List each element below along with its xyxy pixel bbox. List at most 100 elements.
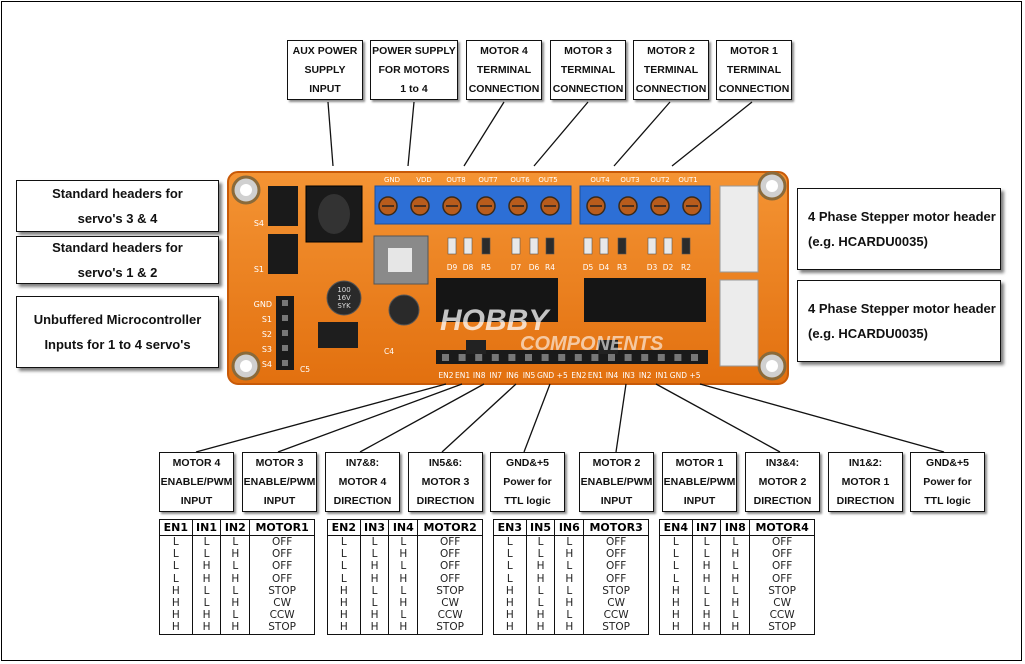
table-cell: STOP <box>583 621 649 635</box>
table-cell: L <box>327 560 361 573</box>
terminal-pin-label: OUT8 <box>446 176 465 184</box>
label-line: TTL logic <box>924 494 971 507</box>
table-cell: OFF <box>583 560 649 573</box>
table-cell: H <box>554 548 585 561</box>
label-line: MOTOR 2 <box>758 475 807 488</box>
label-line: DIRECTION <box>416 494 475 507</box>
table-cell: L <box>191 548 222 561</box>
label-line: servo's 1 & 2 <box>77 265 158 280</box>
label-line: DIRECTION <box>333 494 392 507</box>
logic-pin-label: IN6 <box>506 371 519 380</box>
component-label: D4 <box>599 263 610 272</box>
table-cell: H <box>388 548 419 561</box>
label-line: ENABLE/PWM <box>243 475 316 488</box>
table-cell: OFF <box>417 560 483 573</box>
table-cell: L <box>159 572 193 585</box>
table-cell: H <box>220 548 251 561</box>
table-cell: H <box>525 572 556 585</box>
label-line: IN3&4: <box>765 456 800 469</box>
table-cell: H <box>525 621 556 635</box>
table-cell: STOP <box>249 621 315 635</box>
table-cell: CW <box>417 596 483 610</box>
label-line: TERMINAL <box>643 63 699 76</box>
table-header: MOTOR4 <box>749 519 815 536</box>
table-cell: H <box>327 621 361 635</box>
table-header: MOTOR1 <box>249 519 315 536</box>
table-cell: H <box>220 621 251 635</box>
terminal-pin-label: OUT2 <box>650 176 669 184</box>
label-line: Unbuffered Microcontroller <box>33 312 202 327</box>
table-cell: CW <box>583 596 649 610</box>
table-cell: H <box>720 621 751 635</box>
label-line: MOTOR 3 <box>564 44 612 57</box>
component-label: R3 <box>617 263 627 272</box>
terminal-pin-label: VDD <box>416 176 432 184</box>
terminal-pin-label: OUT1 <box>678 176 697 184</box>
component-label: D7 <box>511 263 522 272</box>
table-cell: H <box>359 560 390 573</box>
table-cell: H <box>691 560 722 573</box>
component-label: D3 <box>647 263 658 272</box>
table-cell: OFF <box>249 548 315 561</box>
table-cell: L <box>659 560 693 573</box>
table-cell: L <box>493 560 527 573</box>
table-cell: H <box>388 596 419 610</box>
table-cell: H <box>191 609 222 622</box>
logo-hobby: HOBBY <box>440 304 551 337</box>
label-line: Inputs for 1 to 4 servo's <box>44 337 191 352</box>
table-header: MOTOR2 <box>417 519 483 536</box>
table-cell: L <box>659 535 693 549</box>
label-line: MOTOR 3 <box>255 456 304 469</box>
table-cell: H <box>691 572 722 585</box>
label-line: Power for <box>923 475 972 488</box>
table-cell: L <box>525 584 556 597</box>
label-line: GND&+5 <box>506 456 549 469</box>
table-cell: L <box>720 535 751 549</box>
table-cell: L <box>159 548 193 561</box>
label-line: ENABLE/PWM <box>663 475 736 488</box>
label-line: CONNECTION <box>635 82 707 95</box>
label-line: 4 Phase Stepper motor header <box>808 209 996 224</box>
stepper-header-a <box>719 185 759 273</box>
table-cell: STOP <box>417 584 483 597</box>
logic-pin-label: IN4 <box>606 371 619 380</box>
table-cell: H <box>554 596 585 610</box>
label-line: MOTOR 1 <box>730 44 778 57</box>
label-line: MOTOR 2 <box>647 44 695 57</box>
logic-pin-label: IN2 <box>639 371 652 380</box>
table-cell: H <box>220 572 251 585</box>
table-cell: L <box>493 535 527 549</box>
logic-pin-label: IN5 <box>523 371 536 380</box>
table-header: EN2 <box>327 519 361 536</box>
label-line: CONNECTION <box>718 82 790 95</box>
component-label: D2 <box>663 263 674 272</box>
table-cell: H <box>659 584 693 597</box>
table-cell: OFF <box>583 572 649 585</box>
table-cell: L <box>191 535 222 549</box>
capacitor-c2 <box>388 294 420 326</box>
table-cell: L <box>720 560 751 573</box>
label-stepper-a: 4 Phase Stepper motor header(e.g. HCARDU… <box>797 188 1001 270</box>
table-cell: H <box>359 609 390 622</box>
table-cell: H <box>493 609 527 622</box>
designator-label: C4 <box>384 347 394 356</box>
label-line: AUX POWER <box>292 44 358 57</box>
label-line: Power for <box>503 475 552 488</box>
table-cell: H <box>525 560 556 573</box>
table-cell: H <box>691 621 722 635</box>
